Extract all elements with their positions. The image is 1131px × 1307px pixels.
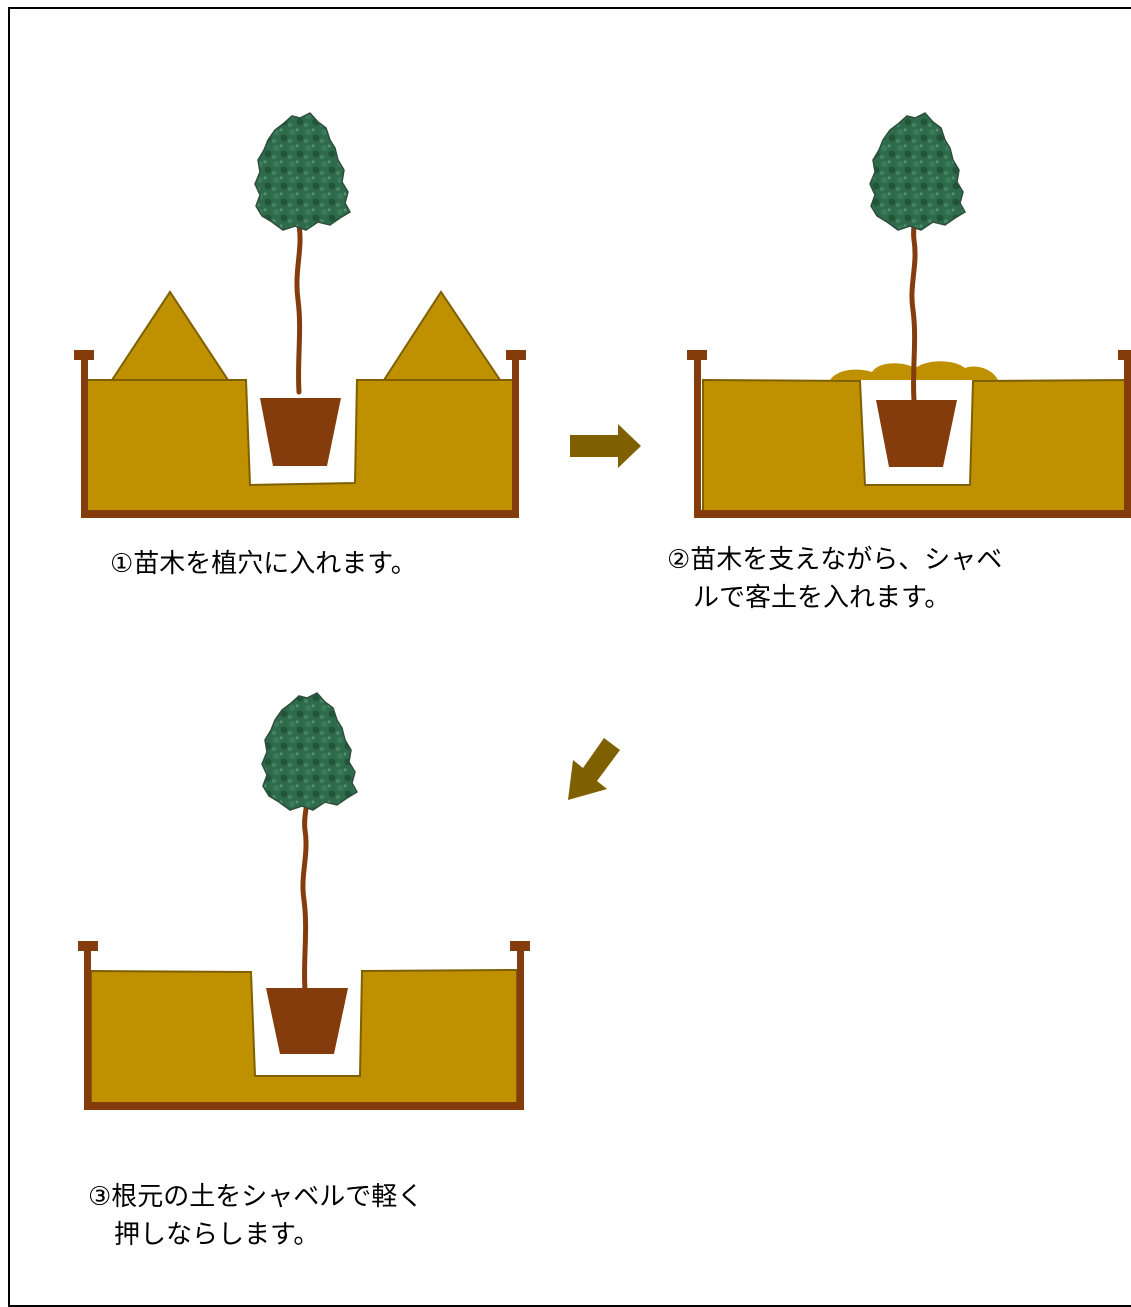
seedling-pot <box>260 398 341 466</box>
step2-caption: ②苗木を支えながら、シャベ ルで客土を入れます。 <box>667 541 1002 617</box>
step1-caption-line: ①苗木を植穴に入れます。 <box>110 549 417 579</box>
step3-caption-line-2: 押しならします。 <box>88 1220 320 1250</box>
step2-illustration <box>687 112 1131 518</box>
step2-caption-line-1: ②苗木を支えながら、シャベ <box>667 545 1003 575</box>
tree-foliage <box>869 112 967 231</box>
step3-caption-line-1: ③根元の土をシャベルで軽く <box>88 1182 424 1212</box>
arrow-down-left-icon <box>568 738 620 800</box>
planter-frame <box>74 350 526 518</box>
planter-frame <box>687 350 1131 518</box>
planter-frame <box>78 941 530 1110</box>
seedling-pot <box>266 988 348 1054</box>
soil-mound-right <box>382 290 502 381</box>
step2-caption-line-2: ルで客土を入れます。 <box>667 583 951 613</box>
soil-mound-left <box>110 290 230 381</box>
step3-caption: ③根元の土をシャベルで軽く 押しならします。 <box>88 1178 423 1254</box>
step1-illustration <box>74 112 526 518</box>
step1-caption: ①苗木を植穴に入れます。 <box>110 545 417 583</box>
tree-foliage <box>254 112 352 231</box>
tree-trunk <box>300 787 310 993</box>
arrow-right-icon <box>570 424 641 468</box>
step3-illustration <box>78 692 530 1110</box>
tree-foliage <box>261 692 359 811</box>
seedling-pot <box>876 400 957 467</box>
